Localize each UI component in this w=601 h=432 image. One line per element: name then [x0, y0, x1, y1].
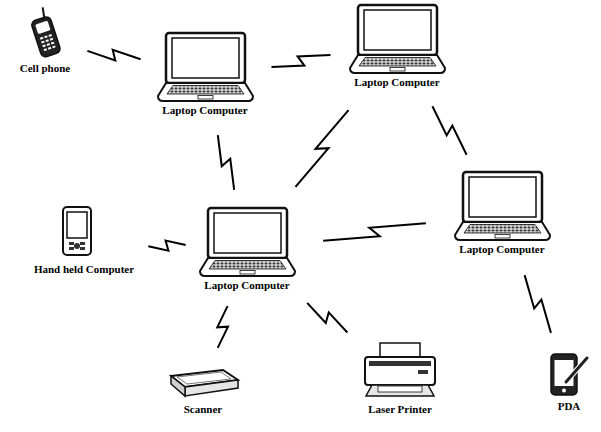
device-label: Cell phone	[16, 62, 75, 75]
device-label: Laptop Computer	[451, 243, 554, 256]
device-node: Hand held Computer	[30, 202, 139, 280]
device-node: Laptop Computer	[154, 29, 257, 121]
laptop-icon	[455, 172, 550, 240]
device-label: Scanner	[162, 403, 245, 416]
cell-phone-icon	[27, 6, 61, 58]
wireless-link	[75, 46, 154, 63]
device-label: Laptop Computer	[346, 76, 449, 89]
laptop-icon	[158, 33, 253, 101]
wireless-link	[299, 293, 357, 341]
device-node: Laser Printer	[356, 338, 444, 420]
laptop-icon	[350, 5, 445, 73]
device-label: Laser Printer	[356, 403, 444, 416]
device-label: PDA	[544, 400, 594, 413]
device-node: Scanner	[162, 358, 245, 420]
wireless-link	[520, 260, 555, 348]
wireless-link	[213, 296, 233, 358]
device-node: Laptop Computer	[196, 204, 299, 296]
handheld-icon	[63, 207, 91, 255]
device-label: Laptop Computer	[196, 279, 299, 292]
wireless-link	[139, 240, 196, 250]
device-node: Cell phone	[16, 1, 75, 79]
device-node: PDA	[544, 348, 594, 417]
device-node: Laptop Computer	[346, 1, 449, 93]
wireless-link	[281, 93, 363, 204]
wireless-link	[426, 93, 473, 168]
wireless-link	[257, 55, 346, 68]
device-node: Laptop Computer	[451, 168, 554, 260]
scanner-icon	[171, 370, 238, 396]
device-label: Laptop Computer	[154, 104, 257, 117]
wireless-link	[216, 121, 236, 204]
printer-icon	[365, 343, 435, 396]
device-label: Hand held Computer	[30, 263, 139, 276]
wireless-link	[299, 221, 451, 242]
pda-icon	[551, 354, 587, 395]
laptop-icon	[200, 208, 295, 276]
